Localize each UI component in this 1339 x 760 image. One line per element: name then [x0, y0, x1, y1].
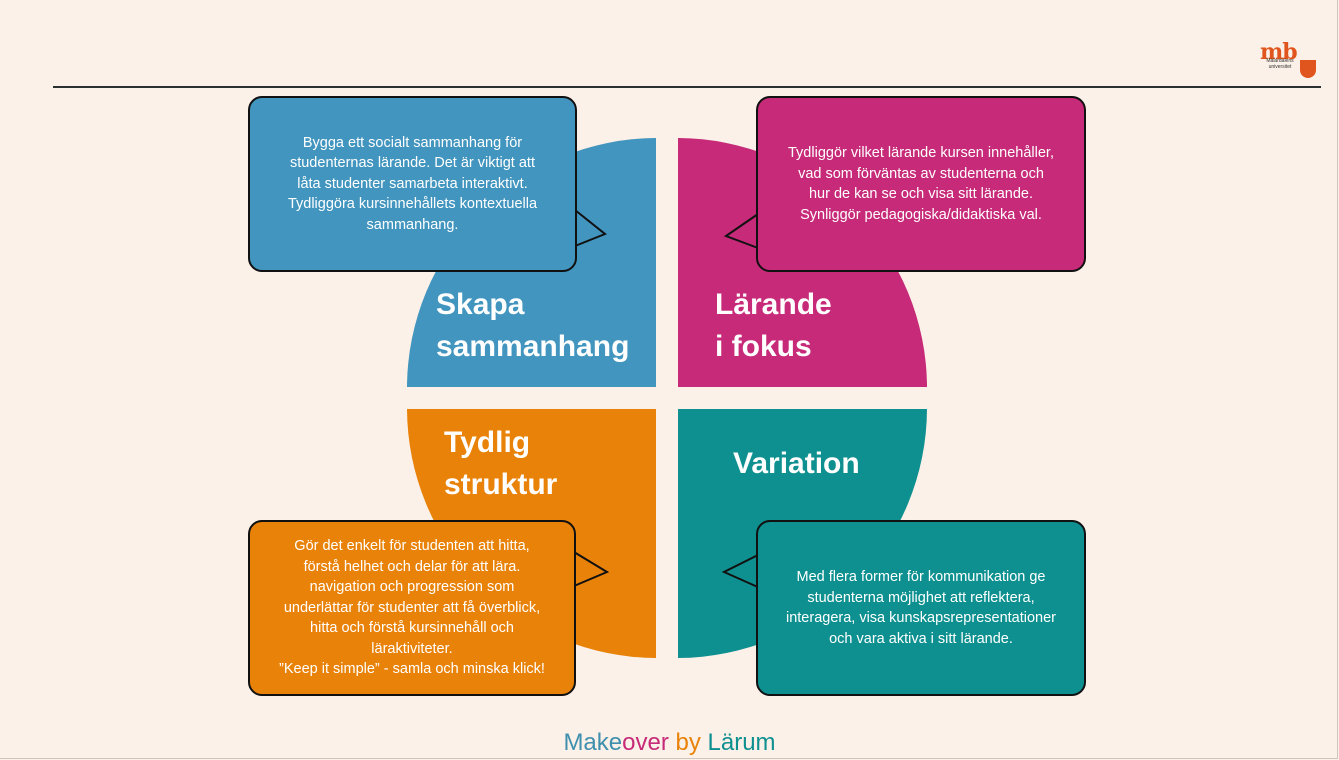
bubble-variation-text: Med flera former för kommunikation ge st…	[786, 567, 1056, 649]
bubble-tydlig-line: Gör det enkelt för studenten att hitta,	[294, 538, 530, 555]
brand-make: Make	[563, 729, 623, 756]
quadrant-title-skapa-line2: sammanhang	[436, 330, 630, 363]
bubble-tydlig-line: hitta och förstå kursinnehåll och	[310, 620, 514, 637]
bubble-larande-text: Tydliggör vilket lärande kursen innehåll…	[788, 143, 1054, 225]
bubble-larande-line: hur de kan se och visa sitt lärande.	[808, 186, 1034, 202]
quadrant-title-larande-line2: i fokus	[715, 330, 812, 363]
quadrant-title-tydlig-line2: struktur	[444, 468, 558, 501]
university-logo: mb Mälardalens universitet	[1260, 39, 1320, 78]
bubble-variation-line: interagera, visa kunskapsrepresentatione…	[785, 610, 1056, 626]
footer-brand: Makeover by Lärum	[0, 727, 1339, 759]
header-divider	[53, 86, 1321, 88]
bubble-tail-variation	[721, 553, 761, 589]
bubble-variation-line: och vara aktiva i sitt lärande.	[829, 630, 1013, 647]
bubble-skapa-line: sammanhang.	[366, 216, 459, 233]
bubble-larande-line: Tydliggör vilket lärande kursen innehåll…	[788, 145, 1054, 161]
quadrant-title-variation: Variation	[733, 443, 860, 485]
quadrant-title-larande: Lärande i fokus	[715, 284, 832, 368]
bubble-skapa-text: Bygga ett socialt sammanhang för student…	[288, 133, 537, 236]
logo-u-shape	[1300, 60, 1316, 78]
quadrant-title-skapa: Skapa sammanhang	[436, 284, 629, 368]
bubble-variation: Med flera former för kommunikation ge st…	[756, 520, 1086, 696]
bubble-variation-line: studenterna möjlighet att reflektera,	[807, 589, 1035, 606]
logo-text-line1: Mälardalens	[1266, 58, 1294, 64]
bubble-tail-skapa	[574, 209, 607, 247]
bubble-tydlig-line: förstå helhet och delar för att lära.	[303, 558, 521, 575]
bubble-variation-line: Med flera former för kommunikation ge	[796, 569, 1046, 585]
bubble-tail-tydlig	[573, 551, 610, 587]
quadrant-title-tydlig: Tydlig struktur	[444, 422, 557, 506]
logo-mark: mb	[1260, 39, 1298, 65]
bubble-tydlig-text: Gör det enkelt för studenten att hitta, …	[279, 536, 545, 680]
bubble-tydlig-line: ”Keep it simple” - samla och minska klic…	[279, 661, 545, 678]
logo-text: Mälardalens universitet	[1260, 58, 1300, 70]
quadrant-title-larande-line1: Lärande	[715, 288, 832, 321]
bubble-larande-line: Synliggör pedagogiska/didaktiska val.	[800, 206, 1042, 223]
bubble-tydlig-line: läraktiviteter.	[371, 640, 453, 657]
bubble-tail-larande	[723, 213, 759, 249]
brand-over: over	[622, 729, 669, 756]
bubble-skapa-line: låta studenter samarbeta interaktivt.	[297, 175, 528, 192]
bubble-skapa-line: Tydliggöra kursinnehållets kontextuella	[287, 196, 538, 213]
quadrant-title-tydlig-line1: Tydlig	[444, 426, 531, 459]
bubble-skapa: Bygga ett socialt sammanhang för student…	[248, 96, 577, 272]
logo-text-line2: universitet	[1268, 64, 1292, 70]
bubble-larande: Tydliggör vilket lärande kursen innehåll…	[756, 96, 1086, 272]
bubble-tydlig-line: navigation och progression som	[309, 579, 515, 596]
quadrant-title-variation-line1: Variation	[733, 447, 860, 480]
bubble-larande-line: vad som förväntas av studenterna och	[798, 165, 1044, 182]
quadrant-title-skapa-line1: Skapa	[436, 288, 525, 321]
brand-larum: Lärum	[707, 729, 776, 756]
bubble-skapa-line: Bygga ett socialt sammanhang för	[302, 134, 523, 151]
bubble-tydlig-line: underlättar för studenter att få överbli…	[283, 599, 541, 616]
bubble-tydlig: Gör det enkelt för studenten att hitta, …	[248, 520, 576, 696]
brand-by: by	[675, 729, 701, 756]
bubble-skapa-line: studenternas lärande. Det är viktigt att	[289, 155, 535, 172]
